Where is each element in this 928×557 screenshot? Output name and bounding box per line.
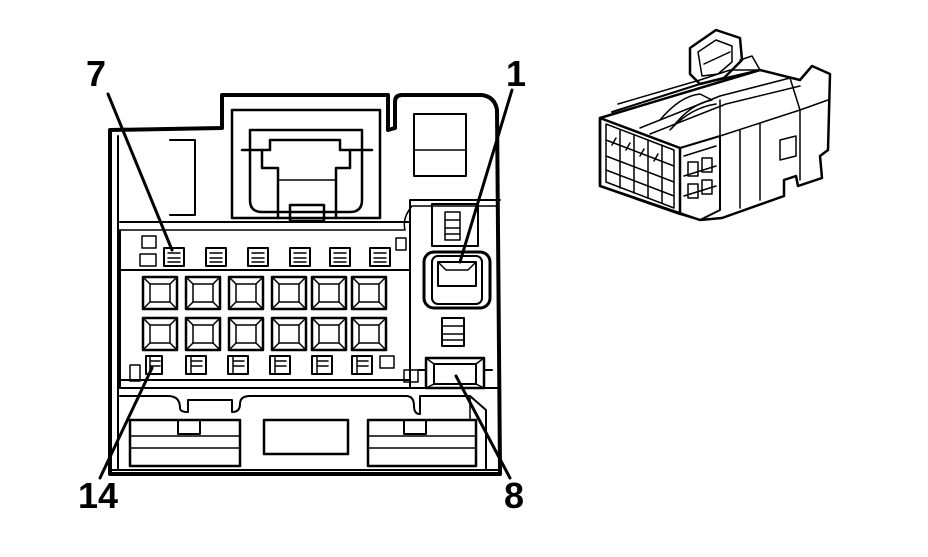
terminal	[145, 355, 163, 375]
terminal	[269, 355, 291, 375]
terminal	[369, 247, 391, 267]
pin-label-7: 7	[86, 53, 107, 94]
cavity	[184, 316, 222, 352]
cavity-grid	[141, 275, 388, 352]
cavity	[141, 316, 179, 352]
terminal	[185, 355, 207, 375]
cavity	[350, 275, 388, 311]
terminal-row-top	[139, 235, 407, 267]
cavity	[270, 316, 308, 352]
terminal	[311, 355, 333, 375]
cavity	[270, 275, 308, 311]
connector-isometric-view	[598, 28, 832, 222]
terminal-row-bottom	[129, 355, 395, 382]
terminal-pin-1	[422, 250, 492, 310]
leader-lines	[98, 88, 514, 480]
housing-lower	[119, 395, 487, 471]
cavity	[310, 275, 348, 311]
leader-line-pin-14	[98, 366, 154, 480]
leader-line-pin-1	[458, 88, 514, 264]
cavity	[141, 275, 179, 311]
cavity	[310, 316, 348, 352]
cavity	[350, 316, 388, 352]
terminal-pin-8	[417, 356, 493, 390]
terminal	[227, 355, 249, 375]
leader-line-pin-8	[454, 374, 512, 480]
cavity	[227, 275, 265, 311]
pin-label-1: 1	[506, 53, 527, 94]
leader-line-pin-7	[106, 92, 174, 252]
right-terminal-column	[403, 203, 493, 390]
terminal	[163, 247, 185, 267]
cavity	[227, 316, 265, 352]
cavity	[184, 275, 222, 311]
pin-label-8: 8	[504, 475, 525, 516]
pin-label-14: 14	[78, 475, 119, 516]
window-top-right	[413, 113, 467, 177]
terminal	[351, 355, 373, 375]
terminal	[329, 247, 351, 267]
terminal	[247, 247, 269, 267]
terminal	[205, 247, 227, 267]
housing-outline	[108, 93, 502, 476]
terminal	[289, 247, 311, 267]
latch	[230, 108, 382, 223]
connector-face-view	[98, 88, 514, 480]
